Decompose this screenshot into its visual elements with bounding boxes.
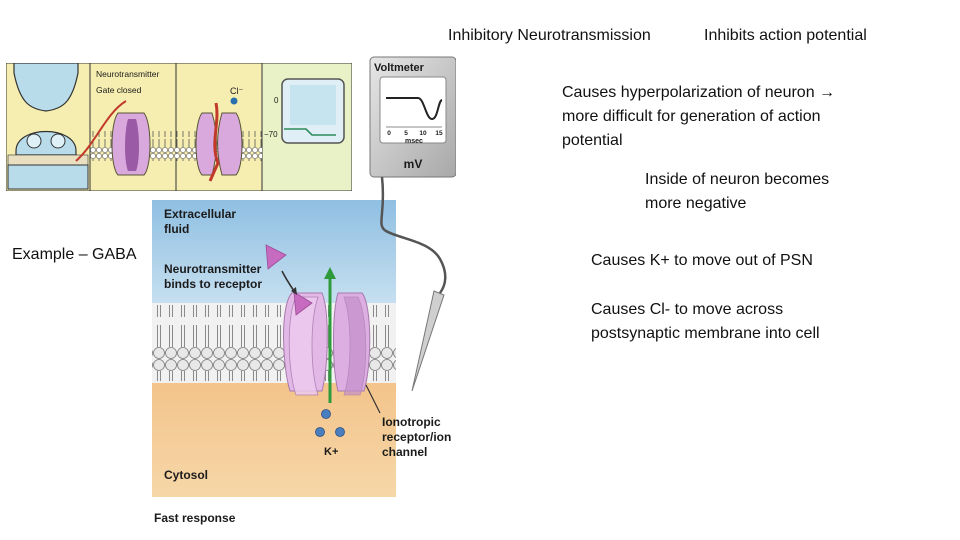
bullet-k-out: Causes K+ to move out of PSN bbox=[591, 252, 813, 269]
slide-title: Inhibitory Neurotransmission bbox=[448, 27, 651, 44]
extracellular-label: Extracellular fluid bbox=[164, 207, 239, 236]
k-ion-icon bbox=[315, 427, 325, 437]
voltmeter-tick-15: 15 bbox=[435, 130, 443, 137]
k-ion-label: K+ bbox=[324, 446, 338, 458]
voltmeter-tick-5: 5 bbox=[404, 130, 408, 137]
channel-pointer-line bbox=[365, 384, 381, 414]
vesicle-icon bbox=[50, 133, 66, 149]
nt-binds-label: Neurotransmitter binds to receptor bbox=[164, 262, 265, 291]
voltmeter-xunit: msec bbox=[405, 138, 423, 145]
oscilloscope-trace bbox=[284, 128, 336, 136]
bullet-inside-negative-line-2: more negative bbox=[645, 195, 747, 212]
receptor-figure: Voltmeter 0 5 10 15 msec mV Extracellula… bbox=[152, 56, 456, 525]
example-label: Example – GABA bbox=[12, 246, 137, 263]
k-ion-icon bbox=[321, 409, 331, 419]
bullet-hyperpolarization: Causes hyperpolarization of neuron → mor… bbox=[562, 81, 835, 153]
electrode-wire bbox=[380, 176, 447, 294]
neurotransmitter-bound-icon bbox=[293, 291, 313, 316]
electrode-probe bbox=[411, 290, 445, 392]
voltmeter-tick-10: 10 bbox=[419, 130, 427, 137]
strip-neurotransmitter-label: Neurotransmitter bbox=[96, 69, 159, 79]
strip-receptor-core bbox=[125, 119, 139, 171]
oscilloscope-glass bbox=[290, 85, 336, 125]
cytosol-label: Cytosol bbox=[164, 468, 208, 482]
bullet-hyperpolarization-line-2: more difficult for generation of action bbox=[562, 108, 821, 125]
bullet-cl-in-line-1: Causes Cl- to move across bbox=[591, 301, 784, 318]
binding-arrowhead bbox=[291, 287, 297, 295]
strip-receptor-open-right bbox=[217, 112, 243, 176]
vesicle-icon bbox=[26, 133, 42, 149]
bullet-hyperpolarization-line-3: potential bbox=[562, 132, 623, 149]
bullet-cl-in: Causes Cl- to move across postsynaptic m… bbox=[591, 298, 820, 346]
voltmeter-screen bbox=[379, 76, 447, 144]
curved-arrow bbox=[75, 100, 127, 162]
voltmeter-unit: mV bbox=[404, 157, 423, 171]
strip-postsynaptic bbox=[7, 164, 89, 190]
voltmeter-tick-0: 0 bbox=[387, 130, 391, 137]
cytosol-region bbox=[152, 383, 396, 497]
strip-gate-label: Gate closed bbox=[96, 85, 142, 95]
k-ion-icon bbox=[335, 427, 345, 437]
channel-flow-arrowhead bbox=[324, 267, 336, 279]
figure-caption: Fast response bbox=[154, 511, 236, 525]
presynaptic-terminal bbox=[13, 63, 79, 112]
synapse-strip-figure: 0 −70 Neurotransmitter Gate closed Cl⁻ bbox=[6, 63, 352, 191]
scope-minus70-label: −70 bbox=[264, 130, 278, 139]
scope-zero-label: 0 bbox=[274, 96, 279, 105]
receptor-front-left bbox=[288, 296, 319, 396]
ion-flow-arrow bbox=[208, 102, 220, 182]
bullet-inside-negative-line-1: Inside of neuron becomes bbox=[645, 171, 830, 188]
neurotransmitter-free-icon bbox=[265, 244, 287, 270]
bullet-inside-negative: Inside of neuron becomes more negative bbox=[645, 168, 829, 216]
ion-dot-icon bbox=[230, 97, 238, 105]
voltmeter-trace bbox=[386, 97, 443, 121]
bullet-cl-in-line-2: postsynaptic membrane into cell bbox=[591, 325, 820, 342]
receptor-front-right bbox=[343, 296, 367, 396]
bullet-hyperpolarization-line-1: Causes hyperpolarization of neuron → bbox=[562, 84, 836, 101]
strip-ion-label: Cl⁻ bbox=[230, 86, 243, 96]
channel-label: Ionotropic receptor/ion channel bbox=[382, 415, 455, 459]
slide-subtitle: Inhibits action potential bbox=[704, 27, 867, 44]
voltmeter-title: Voltmeter bbox=[374, 62, 425, 74]
